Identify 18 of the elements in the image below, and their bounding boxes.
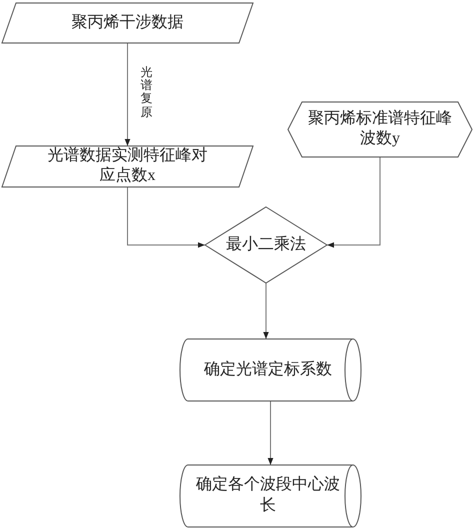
node-text: 确定各个波段中心波长 [195, 475, 341, 516]
arrow [124, 42, 130, 146]
node-text: 光谱数据实测特征峰对应点数x [46, 146, 208, 186]
storage-cylinder [180, 339, 361, 401]
arrow [268, 400, 274, 466]
decision-diamond [205, 207, 327, 283]
preparation-hexagon [288, 102, 472, 157]
arrow [263, 282, 269, 340]
node-text: 聚丙烯标准谱特征峰波数y [307, 108, 453, 150]
data-parallelogram [2, 146, 253, 187]
arrow [127, 186, 206, 248]
node-text: 聚丙烯干涉数据 [70, 12, 184, 32]
node-text: 确定光谱定标系数 [203, 360, 333, 380]
node-text: 最小二乘法 [225, 234, 307, 254]
arrow [326, 156, 380, 248]
data-parallelogram [2, 3, 253, 43]
storage-cylinder [180, 465, 361, 527]
edge-label: 光谱复原 [140, 66, 152, 119]
